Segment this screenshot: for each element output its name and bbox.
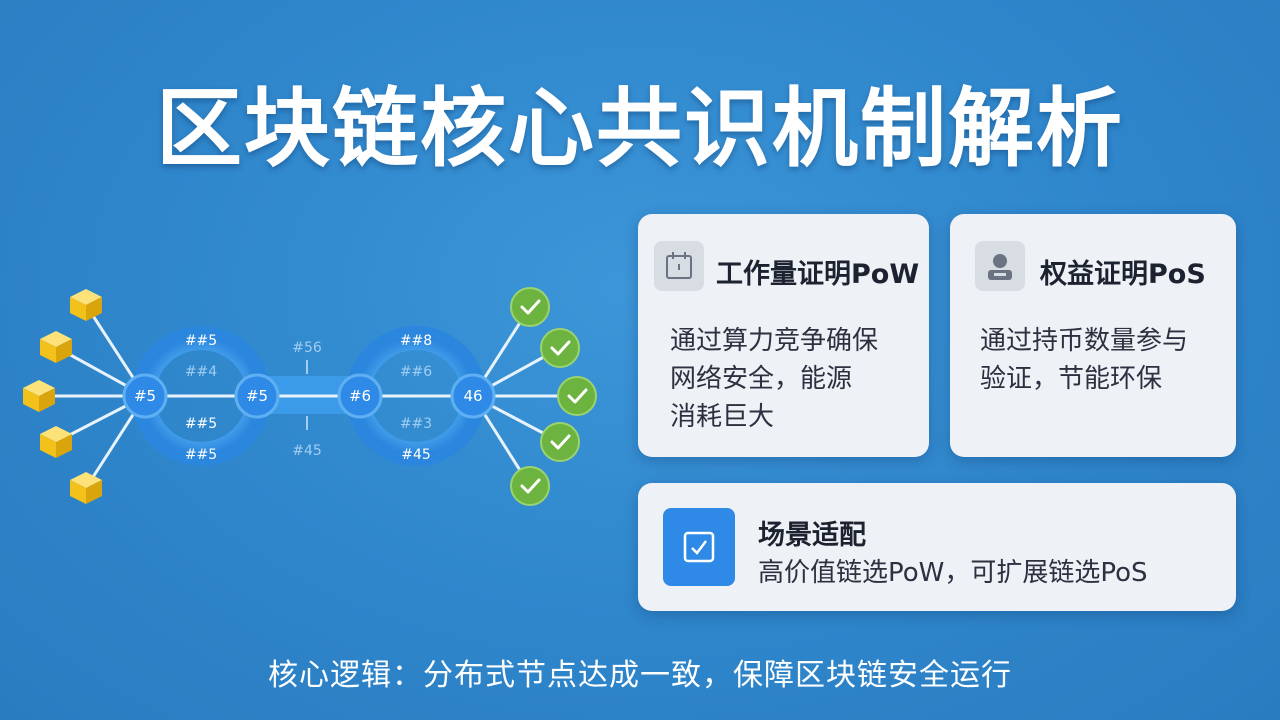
pos-card-title: 权益证明PoS — [1040, 259, 1206, 290]
left-ring-label-top: ##5 — [185, 333, 217, 349]
pow-body-line: 网络安全，能源 — [670, 364, 853, 394]
cube-icon — [40, 426, 72, 458]
cube-icon — [23, 380, 55, 412]
pow-card: 工作量证明PoW 通过算力竞争确保 网络安全，能源 消耗巨大 — [638, 214, 929, 457]
cube-icon — [40, 331, 72, 363]
page-title: 区块链核心共识机制解析 — [156, 79, 1124, 179]
node-left-outer — [122, 373, 168, 419]
check-badge-icon — [540, 328, 580, 368]
left-ring-label-mid-bottom: ##5 — [185, 416, 217, 432]
pos-card: 权益证明PoS 通过持币数量参与 验证，节能环保 — [950, 214, 1236, 457]
right-ring-label-bottom: #45 — [401, 447, 431, 463]
check-badge-icon — [540, 422, 580, 462]
scene-card-title: 场景适配 — [758, 520, 866, 551]
scene-card: 场景适配 高价值链选PoW，可扩展链选PoS — [638, 483, 1236, 611]
pow-body-line: 消耗巨大 — [670, 402, 775, 432]
node-right-inner-label: #6 — [349, 387, 371, 405]
node-left-outer-label: #5 — [134, 387, 156, 405]
pos-body-line: 验证，节能环保 — [980, 364, 1163, 394]
bridge-label-top: #56 — [292, 340, 322, 356]
pow-body-line: 通过算力竞争确保 — [670, 326, 879, 356]
node-left-inner — [234, 373, 280, 419]
check-badge-icon — [510, 287, 550, 327]
left-ring-label-bottom: ##5 — [185, 447, 217, 463]
checkbox-icon — [663, 508, 735, 586]
bridge-label-bottom: #45 — [292, 443, 322, 459]
right-ring-label-top: ##8 — [400, 333, 432, 349]
check-badge-icon — [510, 466, 550, 506]
cube-icon — [70, 289, 102, 321]
footer-summary: 核心逻辑：分布式节点达成一致，保障区块链安全运行 — [268, 658, 1012, 693]
cube-icon — [70, 472, 102, 504]
consensus-network-diagram: #5 #5 #6 46 ##5 ##4 ##5 ##5 ##8 ##6 ##3 … — [23, 287, 597, 506]
pow-card-title: 工作量证明PoW — [716, 259, 920, 290]
pos-body-line: 通过持币数量参与 — [980, 326, 1189, 356]
node-right-outer — [450, 373, 496, 419]
node-right-inner — [337, 373, 383, 419]
pos-card-body: 通过持币数量参与 验证，节能环保 — [980, 322, 1188, 398]
scene-card-body: 高价值链选PoW，可扩展链选PoS — [758, 558, 1148, 588]
pow-card-body: 通过算力竞争确保 网络安全，能源 消耗巨大 — [670, 322, 878, 436]
right-ring-label-mid-top: ##6 — [400, 364, 432, 380]
right-ring-label-mid-bottom: ##3 — [400, 416, 432, 432]
user-badge-icon — [975, 241, 1025, 291]
left-ring-label-mid-top: ##4 — [185, 364, 217, 380]
calendar-icon — [654, 241, 704, 291]
check-badge-icon — [557, 376, 597, 416]
node-right-outer-label: 46 — [463, 387, 482, 405]
node-left-inner-label: #5 — [246, 387, 268, 405]
